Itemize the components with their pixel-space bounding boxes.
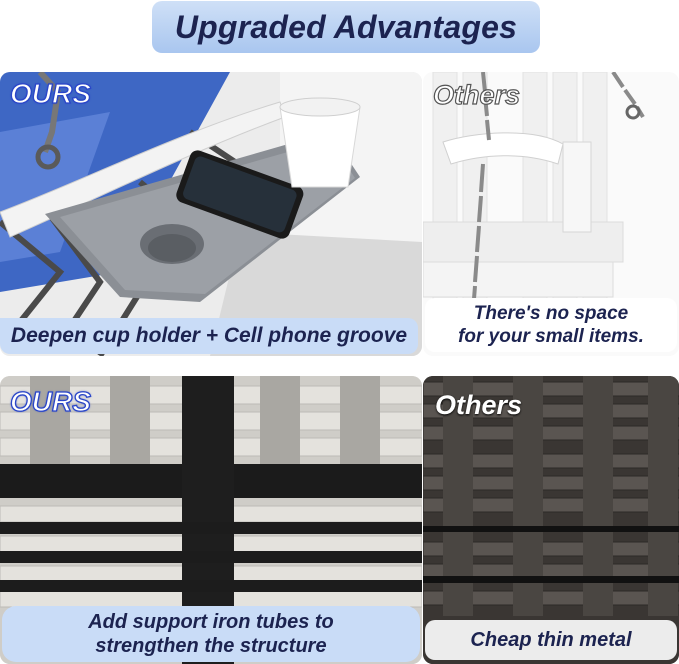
ours-badge: OURS [9, 77, 91, 109]
ours-badge-2: OURS [9, 385, 91, 417]
page-title: Upgraded Advantages [174, 8, 518, 45]
panel-ours-iron-tubes: OURS Add support iron tubes to strengthe… [0, 376, 422, 664]
caption-thin-metal: Cheap thin metal [425, 620, 677, 660]
caption-cupholder: Deepen cup holder + Cell phone groove [0, 318, 418, 354]
cupholder-tray-photo [0, 72, 422, 356]
panel-others-thin-metal: Others Cheap thin metal [423, 376, 679, 664]
caption-no-space-line2: for your small items. [458, 326, 644, 347]
thin-metal-photo [423, 376, 679, 664]
panel-others-swing: Others There's no space for your small i… [423, 72, 679, 356]
others-badge-2: Others [435, 390, 523, 420]
caption-iron-tubes-line2: strengthen the structure [95, 635, 327, 657]
title-banner: Upgraded Advantages [152, 1, 540, 53]
caption-iron-tubes-line1: Add support iron tubes to [88, 611, 334, 633]
panel-ours-cupholder: OURS Deepen cup holder + Cell phone groo… [0, 72, 422, 356]
caption-no-space-line1: There's no space [473, 303, 629, 324]
caption-no-space: There's no space for your small items. [425, 298, 677, 352]
others-badge: Others [432, 79, 521, 110]
caption-iron-tubes: Add support iron tubes to strengthen the… [2, 606, 420, 662]
